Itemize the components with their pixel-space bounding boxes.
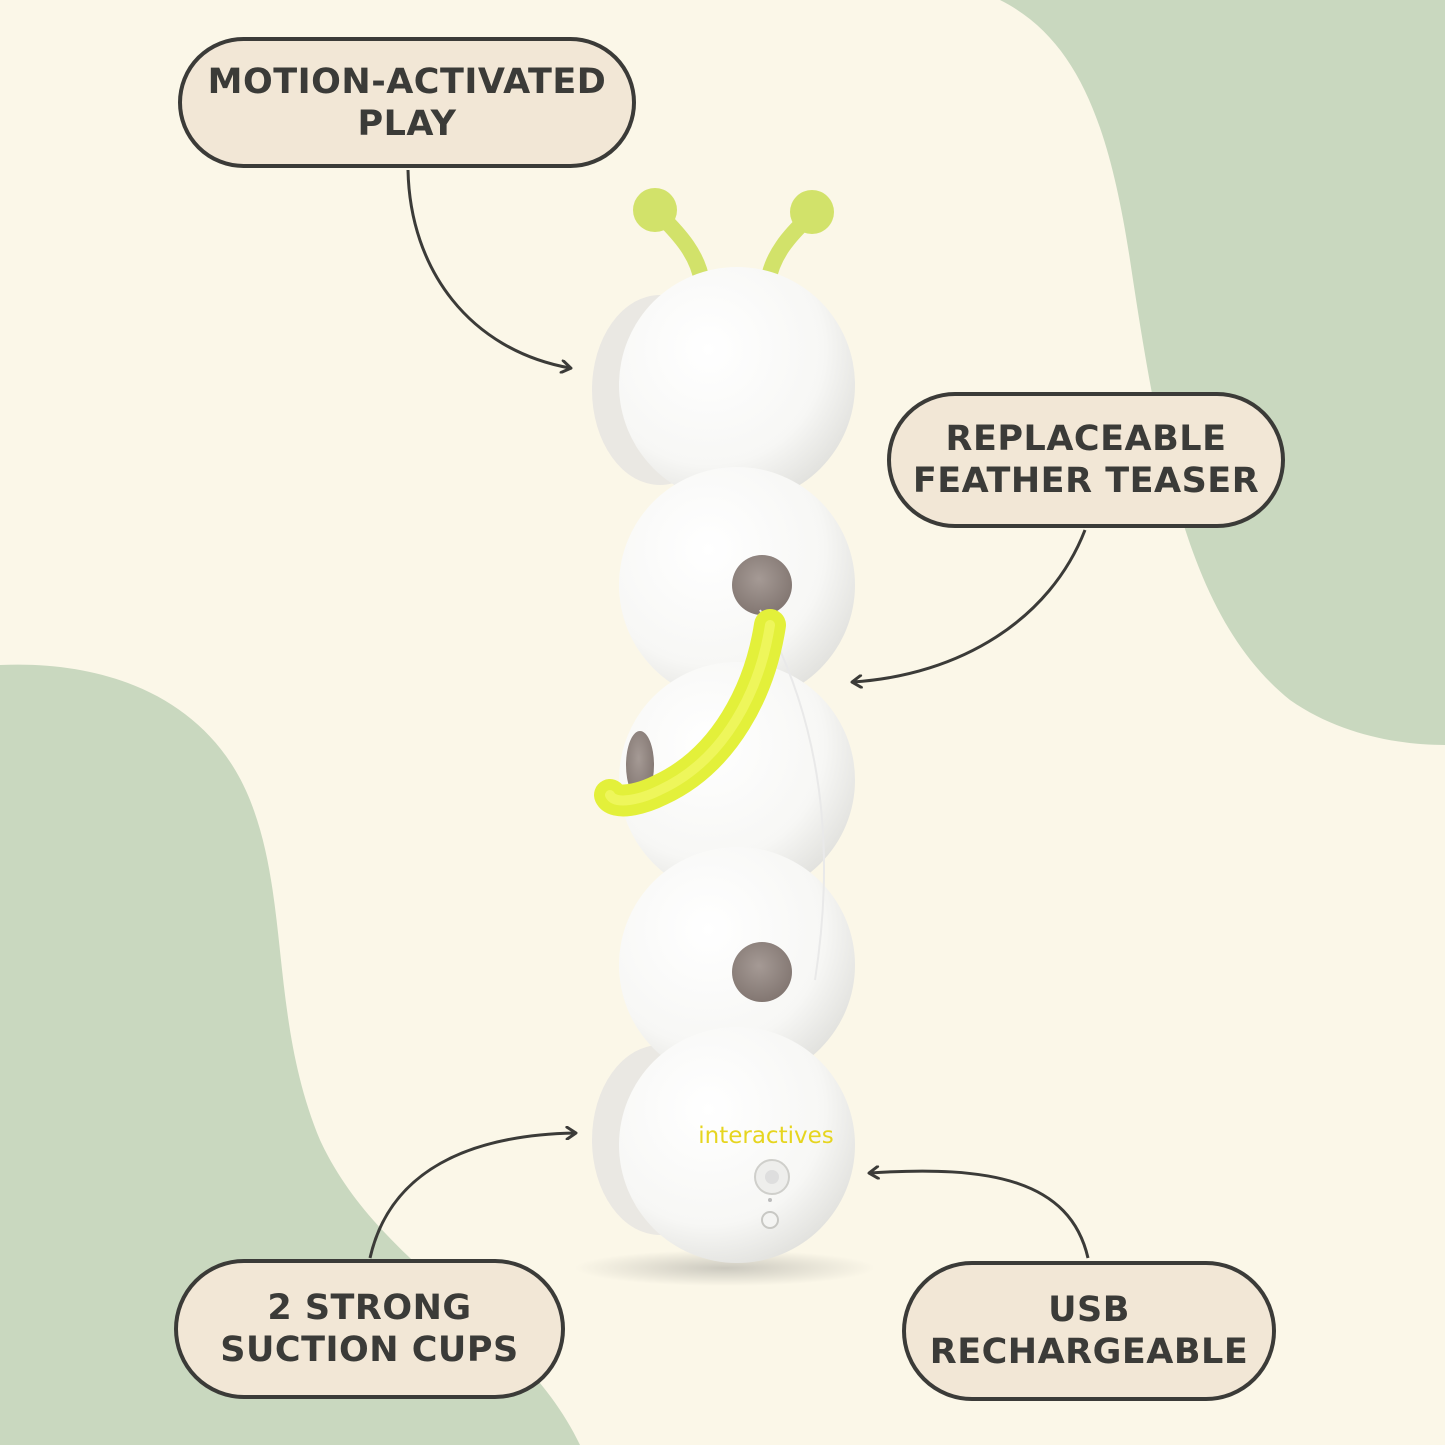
callout-text-line: USB <box>1048 1290 1130 1330</box>
callout-text-line: PLAY <box>357 103 457 144</box>
body-segment-head <box>619 267 855 503</box>
status-led <box>768 1198 772 1202</box>
callout-motion-activated: MOTION-ACTIVATED PLAY <box>178 37 636 168</box>
callout-text-line: REPLACEABLE <box>945 419 1227 459</box>
antenna-left-tip <box>633 188 677 232</box>
feather-hole-upper <box>732 555 792 615</box>
body-segment-base <box>619 1027 855 1263</box>
callout-usb-rechargeable: USB RECHARGEABLE <box>902 1261 1276 1401</box>
bottom-left-green-blob <box>0 664 580 1445</box>
body-segment-3 <box>619 662 855 898</box>
callout-text-line: SUCTION CUPS <box>220 1330 519 1370</box>
power-button <box>761 1211 779 1229</box>
floor-shadow <box>575 1250 875 1286</box>
callout-text-line: FEATHER TEASER <box>912 461 1260 501</box>
antenna-right-tip <box>790 190 834 234</box>
callout-text-line: MOTION-ACTIVATED <box>207 61 607 102</box>
arrow-feather <box>853 529 1087 682</box>
callout-text-line: RECHARGEABLE <box>929 1332 1249 1372</box>
feather-teaser-highlight <box>605 620 775 806</box>
feather-hole-lower <box>732 942 792 1002</box>
top-right-green-blob <box>1000 0 1445 745</box>
callout-text-line: 2 STRONG <box>267 1288 472 1328</box>
callout-suction-cups: 2 STRONG SUCTION CUPS <box>174 1259 565 1399</box>
arrow-usb <box>870 1171 1090 1259</box>
arrow-motion <box>406 169 570 368</box>
callout-feather-teaser: REPLACEABLE FEATHER TEASER <box>887 392 1285 528</box>
motion-sensor-lens <box>765 1170 779 1184</box>
arrow-suction <box>368 1133 575 1259</box>
brand-logo: interactives <box>698 1123 833 1149</box>
